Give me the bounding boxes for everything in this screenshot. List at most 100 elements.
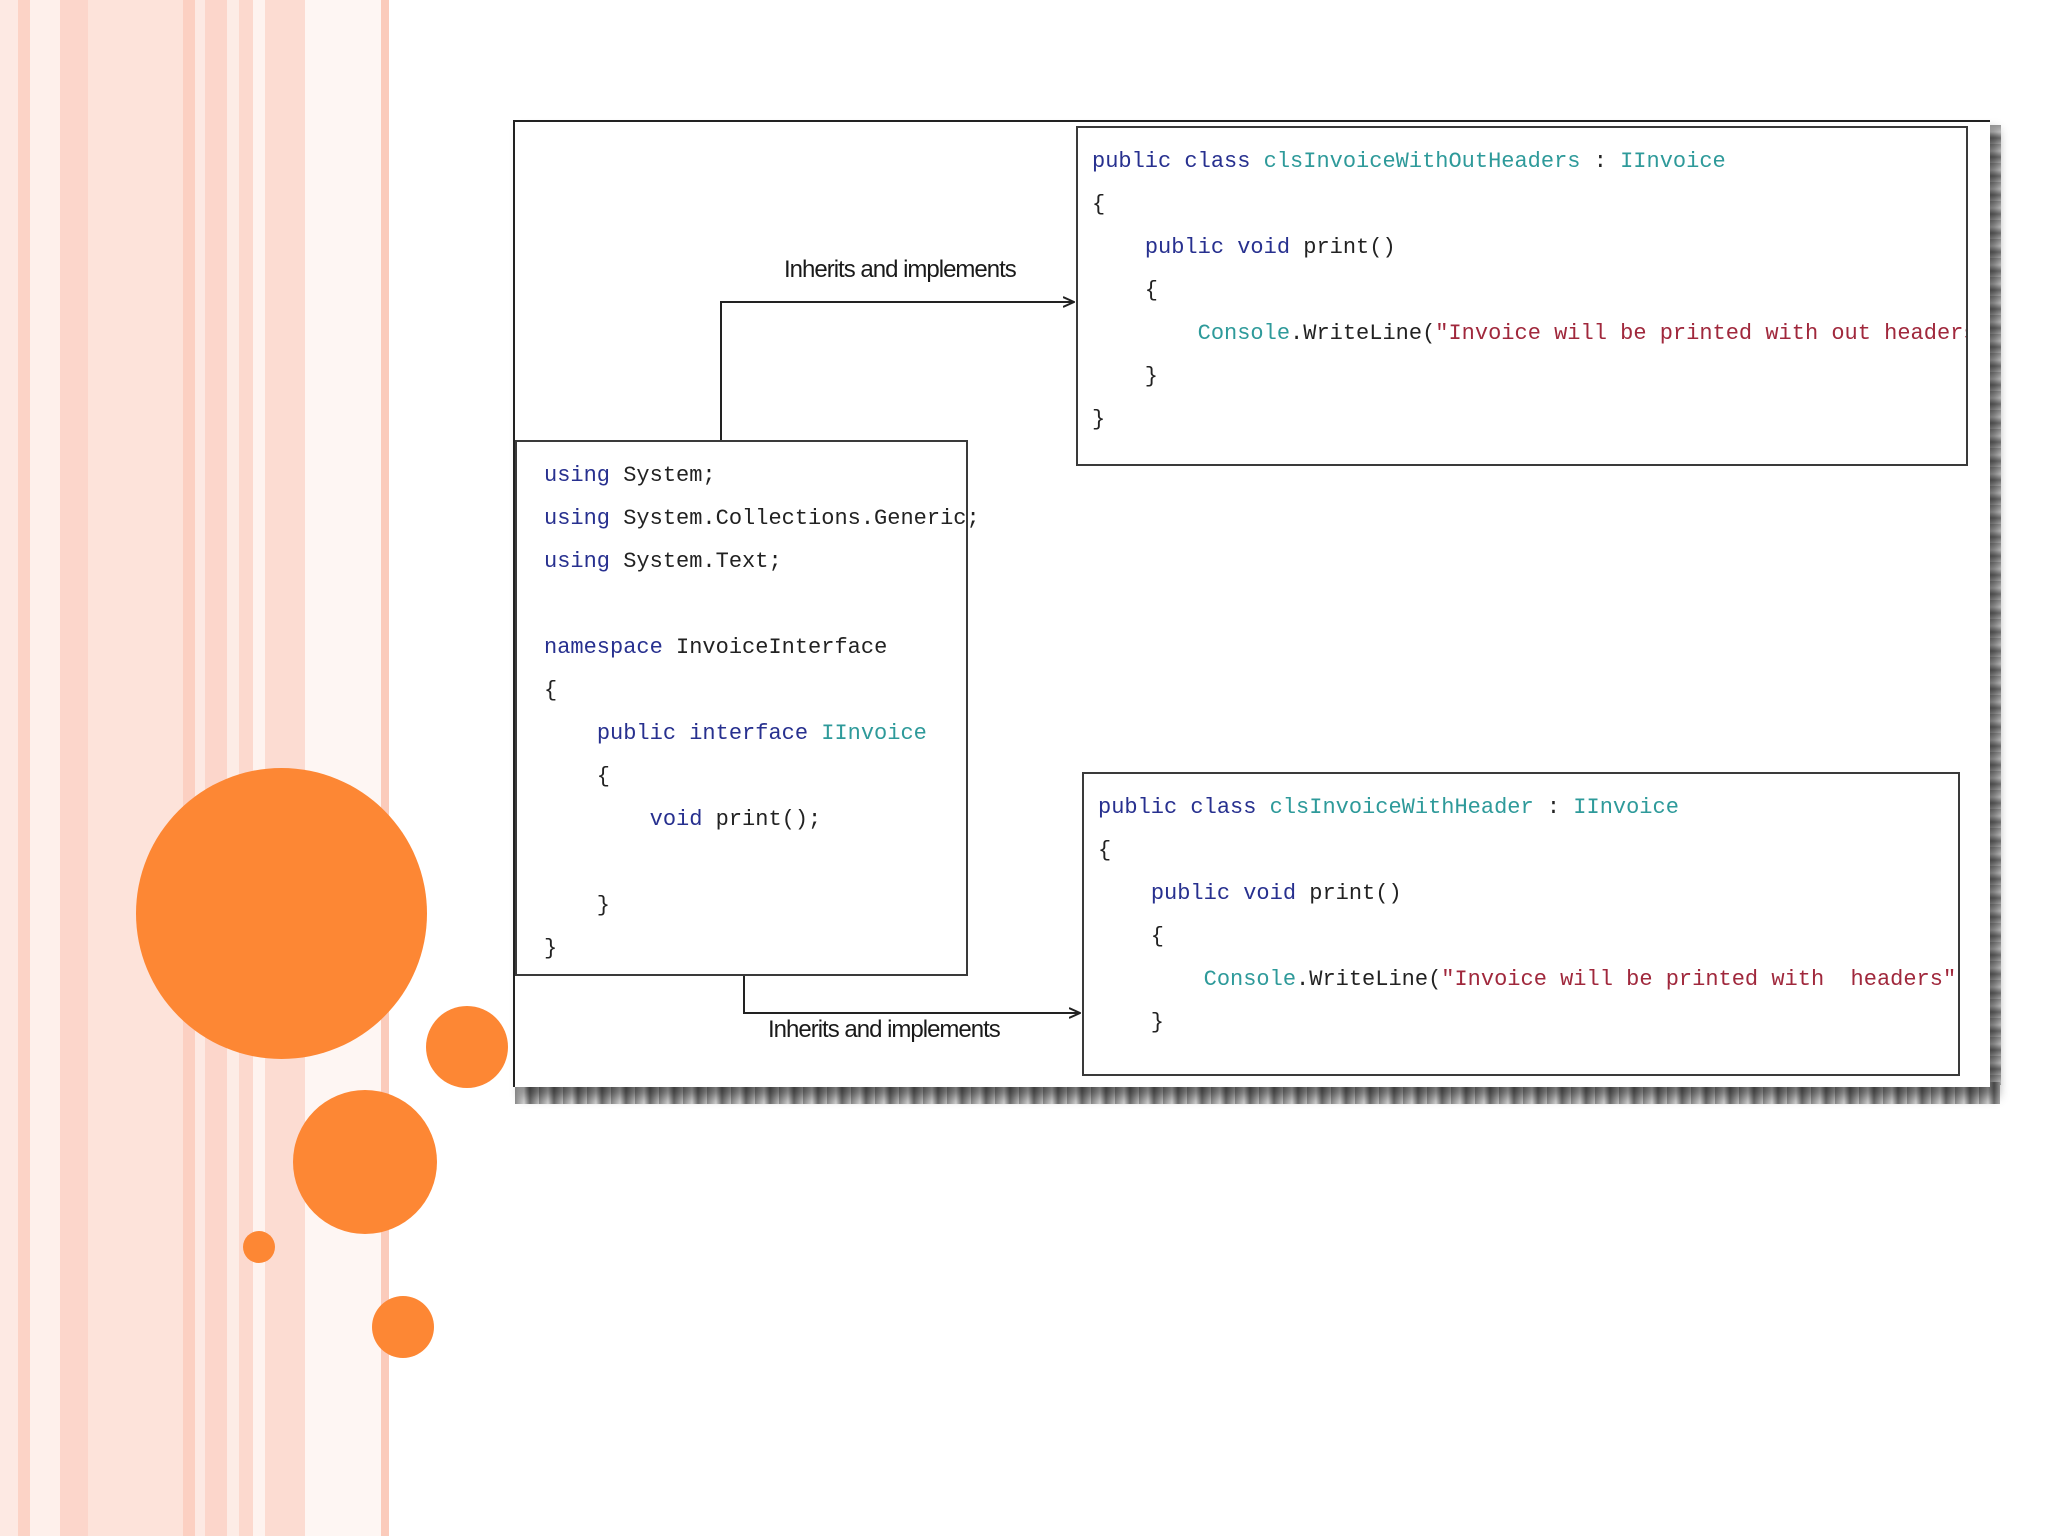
orange-circle (426, 1006, 508, 1088)
orange-circle (293, 1090, 437, 1234)
orange-circle (372, 1296, 434, 1358)
code-line: { (1098, 915, 1958, 958)
code-token: using (544, 506, 611, 531)
code-line: { (544, 755, 980, 798)
code-token: print(); (702, 807, 822, 832)
code-token: Console (1197, 321, 1291, 346)
code-token: } (1092, 364, 1159, 389)
code-line: } (544, 927, 980, 970)
code-line: Console.WriteLine("Invoice will be print… (1092, 312, 1968, 355)
connector-bottom (743, 974, 1080, 1013)
code-token: .WriteLine( (1290, 321, 1436, 346)
stripe (30, 0, 60, 1536)
code-token: System.Text; (610, 549, 782, 574)
orange-circle-large (136, 768, 427, 1059)
interface-code-box: using System;using System.Collections.Ge… (515, 440, 980, 976)
code-line: void print(); (544, 798, 980, 841)
code-token: clsInvoiceWithHeader (1269, 795, 1534, 820)
code-token (808, 721, 821, 746)
code-token (544, 807, 650, 832)
code-token: } (1092, 407, 1106, 432)
stripe (381, 0, 389, 1536)
code-token: using (544, 463, 611, 488)
connector-top (720, 302, 1074, 440)
code-token: public void (1150, 881, 1297, 906)
edge-label-top: Inherits and implements (784, 256, 1017, 283)
code-token: IInvoice (1620, 149, 1726, 174)
code-token: : (1580, 149, 1621, 174)
code-line: namespace InvoiceInterface (544, 626, 980, 669)
code-token: } (544, 936, 558, 961)
code-line: using System.Collections.Generic; (544, 497, 980, 540)
stripe (183, 0, 195, 1536)
code-token: public class (1092, 149, 1251, 174)
code-line: public class clsInvoiceWithHeader : IInv… (1098, 786, 1958, 829)
code-line (544, 841, 980, 884)
code-token: : (1533, 795, 1574, 820)
code-token: print() (1290, 235, 1396, 260)
stripe (205, 0, 227, 1536)
code-token: { (1098, 924, 1165, 949)
code-token: public void (1144, 235, 1291, 260)
code-line: { (1092, 183, 1966, 226)
code-token: { (1092, 278, 1159, 303)
code-token: ); (1956, 967, 1958, 992)
code-token: IInvoice (821, 721, 927, 746)
code-token (1092, 321, 1198, 346)
code-line: } (1092, 398, 1966, 441)
code-token: { (544, 678, 558, 703)
code-token: "Invoice will be printed with headers" (1441, 967, 1957, 992)
code-line (544, 583, 980, 626)
code-line: public void print() (1098, 872, 1958, 915)
code-line: using System; (544, 454, 980, 497)
code-line: { (1098, 829, 1958, 872)
code-token (1256, 795, 1269, 820)
code-token: IInvoice (1573, 795, 1679, 820)
class-with-header-code: public class clsInvoiceWithHeader : IInv… (1098, 786, 1958, 1044)
code-line: } (544, 884, 980, 927)
stripe (239, 0, 253, 1536)
code-token: { (544, 764, 611, 789)
code-line: } (1092, 355, 1966, 398)
stripe (195, 0, 205, 1536)
class-without-headers-box: public class clsInvoiceWithOutHeaders : … (1076, 126, 1968, 466)
stripe (88, 0, 183, 1536)
stripe (18, 0, 30, 1536)
edge-label-bottom: Inherits and implements (768, 1016, 1001, 1043)
code-token: public class (1098, 795, 1257, 820)
code-token: "Invoice will be printed with out header… (1435, 321, 1968, 346)
code-token: .WriteLine( (1296, 967, 1442, 992)
code-line: { (1092, 269, 1966, 312)
code-line: public class clsInvoiceWithOutHeaders : … (1092, 140, 1966, 183)
code-token (1092, 235, 1145, 260)
code-line: public interface IInvoice (544, 712, 980, 755)
code-token: clsInvoiceWithOutHeaders (1263, 149, 1581, 174)
class-without-headers-code: public class clsInvoiceWithOutHeaders : … (1092, 140, 1968, 441)
code-line: } (1098, 1001, 1958, 1044)
orange-circle-small (243, 1231, 275, 1263)
torn-edge-bottom (515, 1082, 2000, 1104)
code-token: System; (610, 463, 716, 488)
code-token: { (1092, 192, 1106, 217)
code-token: void (649, 807, 703, 832)
code-token (1098, 967, 1204, 992)
code-token: { (1098, 838, 1112, 863)
code-token: } (1098, 1010, 1165, 1035)
code-token: public interface (596, 721, 809, 746)
code-token: System.Collections.Generic; (610, 506, 980, 531)
stripe (305, 0, 381, 1536)
code-token (1098, 881, 1151, 906)
code-token (1250, 149, 1263, 174)
code-line: { (544, 669, 980, 712)
interface-code: using System;using System.Collections.Ge… (544, 454, 980, 970)
stripe (227, 0, 239, 1536)
stripe (0, 0, 18, 1536)
code-line: Console.WriteLine("Invoice will be print… (1098, 958, 1958, 1001)
code-line: using System.Text; (544, 540, 980, 583)
code-token: Console (1203, 967, 1297, 992)
code-token (544, 721, 597, 746)
code-token: InvoiceInterface (662, 635, 888, 660)
class-with-header-box: public class clsInvoiceWithHeader : IInv… (1082, 772, 1960, 1076)
code-token: print() (1296, 881, 1402, 906)
